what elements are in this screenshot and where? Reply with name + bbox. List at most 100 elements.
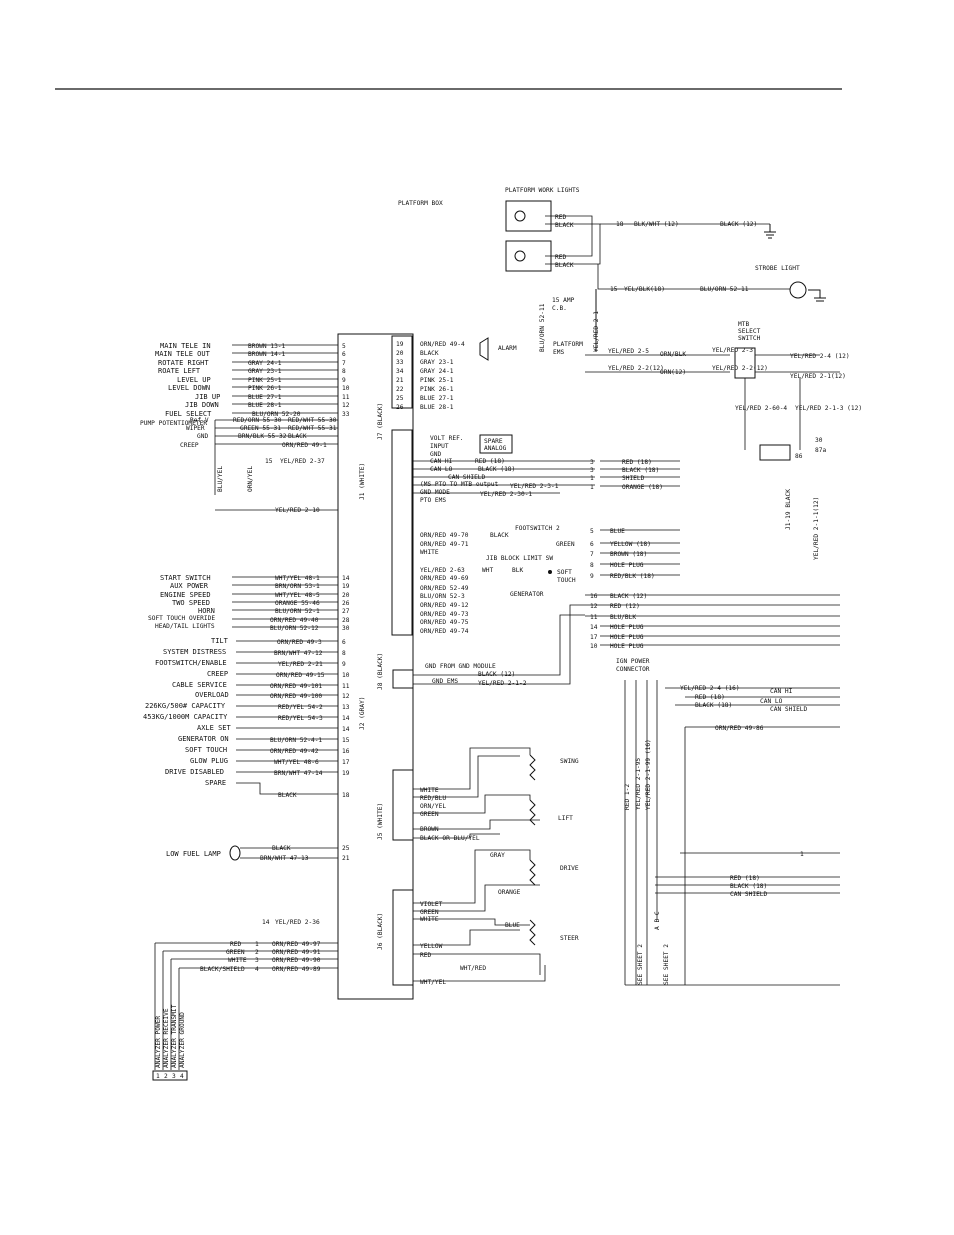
svg-text:LIFT: LIFT — [558, 815, 573, 822]
svg-text:BLACK: BLACK — [555, 262, 574, 269]
j5-label: J5 (WHITE) — [377, 803, 384, 840]
svg-text:HOLE PLUG: HOLE PLUG — [610, 624, 644, 631]
potentiometer-icon — [529, 754, 536, 946]
svg-text:19: 19 — [342, 583, 350, 590]
svg-text:17: 17 — [590, 634, 598, 641]
svg-text:ORN/RED 49-75: ORN/RED 49-75 — [420, 619, 469, 626]
svg-text:21: 21 — [342, 855, 350, 862]
svg-text:YEL/RED 2-2(12): YEL/RED 2-2(12) — [712, 365, 768, 372]
svg-text:BLU/ORN 52-12: BLU/ORN 52-12 — [270, 625, 319, 632]
svg-text:SYSTEM DISTRESS: SYSTEM DISTRESS — [163, 648, 226, 656]
svg-text:GND EMS: GND EMS — [432, 678, 458, 685]
svg-text:ORN/RED 49-89: ORN/RED 49-89 — [272, 966, 321, 973]
svg-text:HOLE PLUG: HOLE PLUG — [610, 562, 644, 569]
svg-text:BLACK: BLACK — [272, 845, 291, 852]
svg-text:WIPER: WIPER — [186, 425, 205, 432]
j1-label: J1 (WHITE) — [359, 463, 366, 500]
svg-text:21: 21 — [396, 377, 404, 384]
svg-text:1: 1 — [255, 941, 259, 948]
svg-text:ANALYZER RECEIVE: ANALYZER RECEIVE — [163, 1008, 170, 1068]
svg-text:GND FROM GND MODULE: GND FROM GND MODULE — [425, 663, 496, 670]
svg-text:1: 1 — [156, 1073, 160, 1080]
svg-text:RED/WHT 55-31: RED/WHT 55-31 — [288, 425, 337, 432]
svg-text:5: 5 — [342, 343, 346, 350]
svg-text:15: 15 — [265, 458, 273, 465]
j7-label: J7 (BLACK) — [377, 403, 384, 440]
svg-text:BLU/ORN 52-4-1: BLU/ORN 52-4-1 — [270, 737, 322, 744]
svg-text:ORN(12): ORN(12) — [660, 369, 686, 376]
svg-text:BLUE 27-1: BLUE 27-1 — [420, 395, 454, 402]
svg-text:BLACK: BLACK — [288, 433, 307, 440]
svg-text:YEL/RED 2-36: YEL/RED 2-36 — [275, 919, 320, 926]
svg-text:5: 5 — [590, 528, 594, 535]
svg-text:BLUE 28-1: BLUE 28-1 — [420, 404, 454, 411]
svg-text:BLK/WHT (12): BLK/WHT (12) — [634, 221, 679, 228]
ground-icon — [764, 224, 776, 239]
svg-text:17: 17 — [342, 759, 350, 766]
svg-text:8: 8 — [590, 562, 594, 569]
pump-potentiometer: PUMP POTENTIOMETER Ref.V WIPER GND CREEP… — [140, 417, 338, 514]
svg-text:9: 9 — [590, 573, 594, 580]
svg-text:BLACK: BLACK — [555, 222, 574, 229]
svg-text:30: 30 — [815, 437, 823, 444]
svg-text:BLACK (18): BLACK (18) — [730, 883, 767, 890]
svg-text:YEL/RED 2-3: YEL/RED 2-3 — [712, 347, 753, 354]
svg-text:YEL/RED 2-4 (16): YEL/RED 2-4 (16) — [680, 685, 740, 692]
svg-text:ANALYZER POWER: ANALYZER POWER — [155, 1016, 162, 1068]
svg-text:SWITCH: SWITCH — [738, 335, 761, 342]
svg-text:9: 9 — [342, 377, 346, 384]
svg-text:RED (12): RED (12) — [610, 603, 640, 610]
svg-text:ORANGE (18): ORANGE (18) — [622, 484, 663, 491]
yel-red-211-label: YEL/RED 2-1-1(12) — [813, 497, 820, 560]
svg-text:C.B.: C.B. — [552, 305, 567, 312]
svg-text:RED (18): RED (18) — [622, 459, 652, 466]
svg-text:ORN/RED 49-15: ORN/RED 49-15 — [276, 672, 325, 679]
svg-text:GREEN: GREEN — [226, 949, 245, 956]
svg-text:9: 9 — [342, 661, 346, 668]
svg-text:YEL/RED 2-63: YEL/RED 2-63 — [420, 567, 465, 574]
svg-text:25: 25 — [396, 395, 404, 402]
svg-text:ORN/RED 49-69: ORN/RED 49-69 — [420, 575, 469, 582]
svg-text:FOOTSWITCH 2: FOOTSWITCH 2 — [515, 525, 560, 532]
svg-text:6: 6 — [342, 351, 346, 358]
svg-text:BLU/ORN 52-3: BLU/ORN 52-3 — [420, 593, 465, 600]
svg-text:19: 19 — [342, 770, 350, 777]
svg-text:YEL/RED 2-37: YEL/RED 2-37 — [280, 458, 325, 465]
svg-text:HOLE PLUG: HOLE PLUG — [610, 634, 644, 641]
svg-text:YEL/RED 2-1-2: YEL/RED 2-1-2 — [478, 680, 527, 687]
svg-text:ANALYZER TRANSMIT: ANALYZER TRANSMIT — [171, 1004, 178, 1068]
svg-text:SELECT: SELECT — [738, 328, 761, 335]
svg-text:YELLOW: YELLOW — [420, 943, 443, 950]
svg-text:14: 14 — [342, 726, 350, 733]
svg-text:WHITE: WHITE — [420, 787, 439, 794]
mtb-select-switch: MTB SELECT SWITCH YEL/RED 2-3 YEL/RED 2-… — [712, 321, 862, 461]
svg-text:FOOTSWITCH/ENABLE: FOOTSWITCH/ENABLE — [155, 659, 227, 667]
svg-text:LEVEL DOWN: LEVEL DOWN — [168, 384, 210, 392]
svg-text:22: 22 — [396, 386, 404, 393]
svg-text:ORN/YEL: ORN/YEL — [247, 466, 254, 492]
svg-text:YEL/RED 2-2(12): YEL/RED 2-2(12) — [608, 365, 664, 372]
svg-text:3: 3 — [590, 459, 594, 466]
svg-text:CAN LO: CAN LO — [430, 466, 453, 473]
svg-text:BLU/ORN 52-1: BLU/ORN 52-1 — [275, 608, 320, 615]
svg-text:VIOLET: VIOLET — [420, 901, 443, 908]
svg-text:YEL/RED 2-1-99 (16): YEL/RED 2-1-99 (16) — [645, 739, 652, 810]
svg-text:20: 20 — [342, 592, 350, 599]
svg-text:BRN/WHT 47-14: BRN/WHT 47-14 — [274, 770, 323, 777]
svg-text:AUX POWER: AUX POWER — [170, 582, 209, 590]
svg-text:11: 11 — [342, 394, 350, 401]
motion-controls: WHITE RED/BLU ORN/YEL GREEN BROWN BLACK … — [392, 747, 579, 986]
svg-text:IGN POWER: IGN POWER — [616, 658, 650, 665]
svg-text:RED/ORN 55-30: RED/ORN 55-30 — [233, 417, 282, 424]
svg-text:RED: RED — [230, 941, 241, 948]
footswitch-2: FOOTSWITCH 2 BLACK GREEN ORN/RED 49-70 O… — [420, 525, 575, 562]
svg-text:11: 11 — [342, 683, 350, 690]
svg-text:ORN/RED 49-90: ORN/RED 49-90 — [272, 957, 321, 964]
svg-text:TOUCH: TOUCH — [557, 577, 576, 584]
